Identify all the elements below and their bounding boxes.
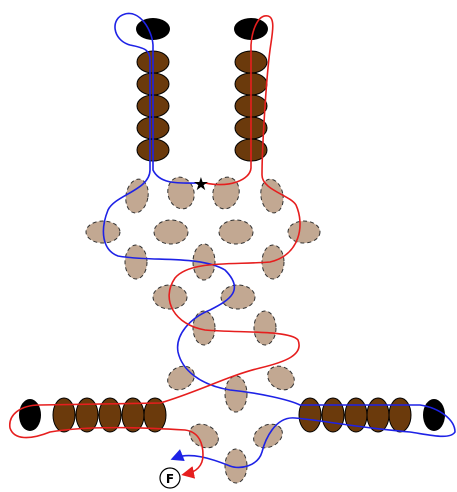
- end-cap: [19, 399, 41, 431]
- solid-bead: [52, 397, 76, 433]
- dashed-bead: [125, 178, 149, 214]
- solid-bead: [321, 397, 345, 433]
- dashed-bead: [224, 375, 248, 413]
- thread-path-red: [9, 15, 301, 479]
- solid-bead: [298, 397, 322, 433]
- end-cap: [136, 18, 170, 40]
- solid-bead: [388, 397, 412, 433]
- right-horizontal-strand: [298, 397, 412, 433]
- dashed-bead: [167, 365, 195, 391]
- end-cap: [234, 18, 268, 40]
- dashed-bead: [287, 220, 321, 244]
- solid-bead: [75, 397, 99, 433]
- solid-bead: [98, 397, 122, 433]
- left-horizontal-strand: [52, 397, 167, 433]
- dashed-bead: [192, 310, 216, 346]
- dashed-bead: [218, 219, 254, 245]
- solid-bead: [143, 397, 167, 433]
- finish-circle: [159, 467, 181, 489]
- dashed-bead: [167, 176, 195, 210]
- dashed-bead: [212, 176, 240, 210]
- star-icon: ★: [193, 174, 209, 195]
- dashed-bead-group: [85, 176, 321, 484]
- dashed-bead: [189, 423, 219, 449]
- dashed-bead: [267, 365, 295, 391]
- finish-marker: F: [159, 467, 181, 489]
- finish-label: F: [166, 472, 174, 486]
- solid-bead: [366, 397, 390, 433]
- dashed-bead: [153, 219, 189, 245]
- dashed-bead: [253, 310, 277, 346]
- dashed-bead: [124, 244, 148, 280]
- dashed-bead: [220, 284, 256, 310]
- dashed-bead: [260, 178, 284, 214]
- dashed-bead: [152, 284, 188, 310]
- end-cap: [423, 399, 445, 431]
